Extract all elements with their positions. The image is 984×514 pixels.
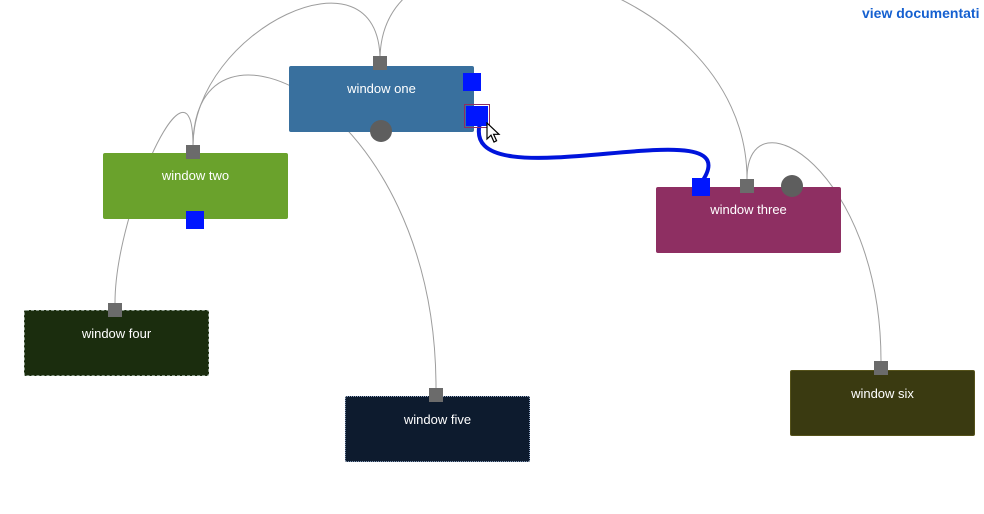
endpoint-window-six-top-square[interactable] xyxy=(874,361,888,375)
window-five[interactable]: window five xyxy=(345,396,530,462)
window-three[interactable]: window three xyxy=(656,187,841,253)
endpoint-window-three-top-square[interactable] xyxy=(740,179,754,193)
connection-drag-blue[interactable] xyxy=(476,118,711,185)
endpoint-window-one-drag-blue[interactable] xyxy=(464,104,490,128)
connection-window-one-window-three[interactable] xyxy=(379,0,748,180)
window-six-label: window six xyxy=(851,386,914,401)
endpoint-window-one-top-square[interactable] xyxy=(373,56,387,70)
window-two-label: window two xyxy=(161,168,230,183)
endpoint-window-two-top-square[interactable] xyxy=(186,145,200,159)
endpoint-window-three-top-circle[interactable] xyxy=(781,175,803,197)
endpoint-window-one-bottom-circle[interactable] xyxy=(370,120,392,142)
endpoint-window-three-top-blue[interactable] xyxy=(692,178,710,196)
connection-window-two-window-four[interactable] xyxy=(114,112,194,304)
endpoint-window-two-bottom-blue[interactable] xyxy=(186,211,204,229)
window-four-label: window four xyxy=(81,326,152,341)
endpoint-window-one-right-blue[interactable] xyxy=(463,73,481,91)
window-four[interactable]: window four xyxy=(24,310,209,376)
window-one[interactable]: window one xyxy=(289,66,474,132)
window-two[interactable]: window two xyxy=(103,153,288,219)
window-three-label: window three xyxy=(710,202,787,217)
window-one-label: window one xyxy=(347,81,416,96)
window-five-label: window five xyxy=(403,412,472,427)
window-six[interactable]: window six xyxy=(790,370,975,436)
connection-window-three-window-six[interactable] xyxy=(746,142,882,362)
endpoint-window-five-top-square[interactable] xyxy=(429,388,443,402)
view-documentation-link[interactable]: view documentati xyxy=(862,5,980,21)
endpoint-window-four-top-square[interactable] xyxy=(108,303,122,317)
